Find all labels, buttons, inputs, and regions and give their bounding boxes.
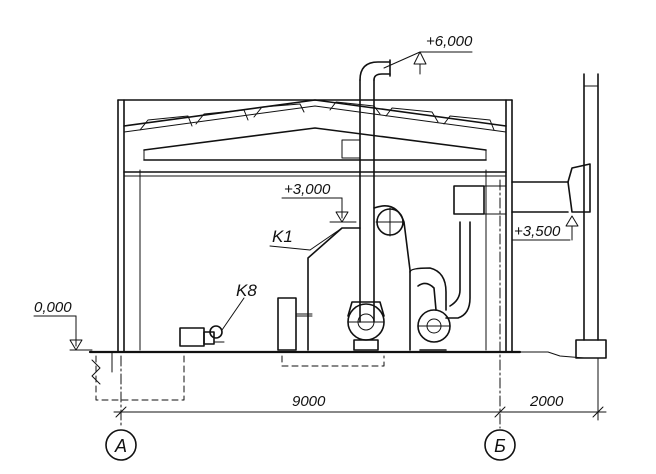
elevation-marker-right bbox=[511, 215, 579, 241]
roof-truss bbox=[123, 99, 507, 161]
elevation-middle-label: +3,000 bbox=[284, 181, 331, 198]
elevation-marker-middle bbox=[281, 197, 357, 223]
building-frame bbox=[117, 99, 513, 353]
fan-left bbox=[347, 301, 385, 351]
supply-box bbox=[453, 185, 507, 215]
dimension-right-label: 2000 bbox=[529, 393, 564, 410]
axis-bubble-right bbox=[484, 429, 516, 461]
elevation-top-label: +6,000 bbox=[426, 33, 473, 50]
elevation-marker-ground bbox=[33, 315, 93, 351]
outside-duct bbox=[511, 163, 591, 213]
elevation-ground-label: 0,000 bbox=[34, 299, 72, 316]
chimney bbox=[575, 73, 607, 359]
axis-right-label: Б bbox=[494, 436, 506, 456]
k8-label: K8 bbox=[236, 281, 257, 300]
elevation-marker-top bbox=[383, 51, 473, 75]
k1-label: K1 bbox=[272, 227, 293, 246]
equipment-rack bbox=[277, 297, 313, 351]
dimension-lines bbox=[113, 357, 607, 421]
k1-hood bbox=[269, 227, 361, 351]
axis-bubble-left bbox=[105, 429, 137, 461]
elevation-right-label: +3,500 bbox=[514, 223, 561, 240]
dimension-main-label: 9000 bbox=[292, 393, 326, 410]
exhaust-stack bbox=[341, 59, 391, 323]
floor bbox=[88, 350, 585, 401]
axis-left-label: А bbox=[114, 436, 127, 456]
fan-right bbox=[409, 221, 471, 351]
pump-k8 bbox=[179, 325, 225, 347]
duct-ring-fan bbox=[373, 205, 411, 351]
k8-leader bbox=[221, 297, 245, 331]
